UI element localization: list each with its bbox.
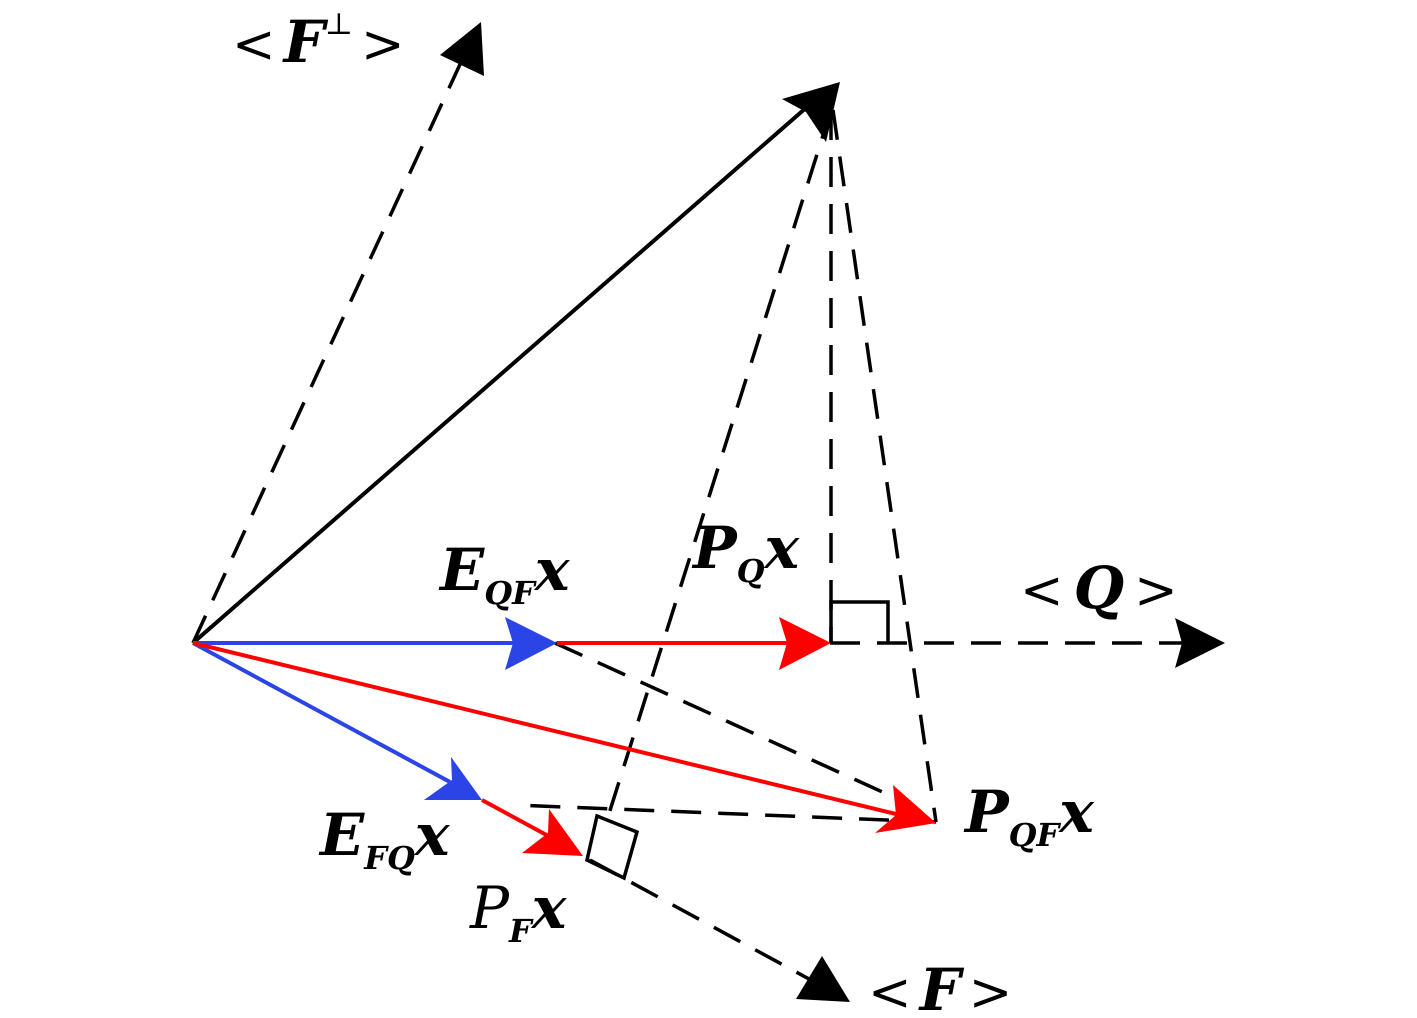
axis-f-perp-arrowhead (440, 22, 484, 76)
vector-e-qf (193, 617, 557, 670)
vector-x (191, 82, 840, 645)
axis-q-arrowhead (1175, 618, 1225, 668)
right-angle-markers (584, 600, 890, 881)
right-angle-q (829, 600, 890, 643)
vector-e-qf-arrowhead (505, 617, 557, 670)
vector-p-f-arrowhead (522, 809, 583, 856)
label-p-f-x: PFx (469, 874, 568, 950)
drop-to-pqf (831, 109, 938, 823)
label-p-qf-x: PQFx (963, 778, 1095, 854)
axis-f-perp (191, 22, 484, 644)
drop-to-pf (605, 109, 833, 821)
label-q-span: <Q> (1020, 554, 1178, 622)
pqf-to-pf (514, 803, 937, 824)
vector-p-q (557, 617, 831, 670)
label-e-fq-x: EFQx (318, 801, 451, 877)
label-f-perp-span: <F⊥> (232, 7, 405, 76)
vector-p-f (481, 798, 583, 856)
construction-lines (514, 109, 938, 824)
axis-f (589, 858, 850, 1002)
vector-e-fq (192, 641, 482, 800)
right-angle-f (584, 813, 640, 881)
label-p-q-x: PQx (691, 514, 801, 590)
label-f-span: <F> (868, 956, 1012, 1018)
vector-p-q-arrowhead (779, 617, 831, 670)
eqf-to-pqf (554, 641, 901, 802)
label-e-qf-x: EQFx (438, 536, 571, 612)
vector-p-qf-arrowhead (875, 785, 936, 833)
vector-e-fq-arrowhead (424, 757, 482, 800)
vector-x-arrowhead (782, 82, 840, 142)
vector-p-qf (192, 641, 936, 833)
axis-f-arrowhead (796, 956, 850, 1002)
